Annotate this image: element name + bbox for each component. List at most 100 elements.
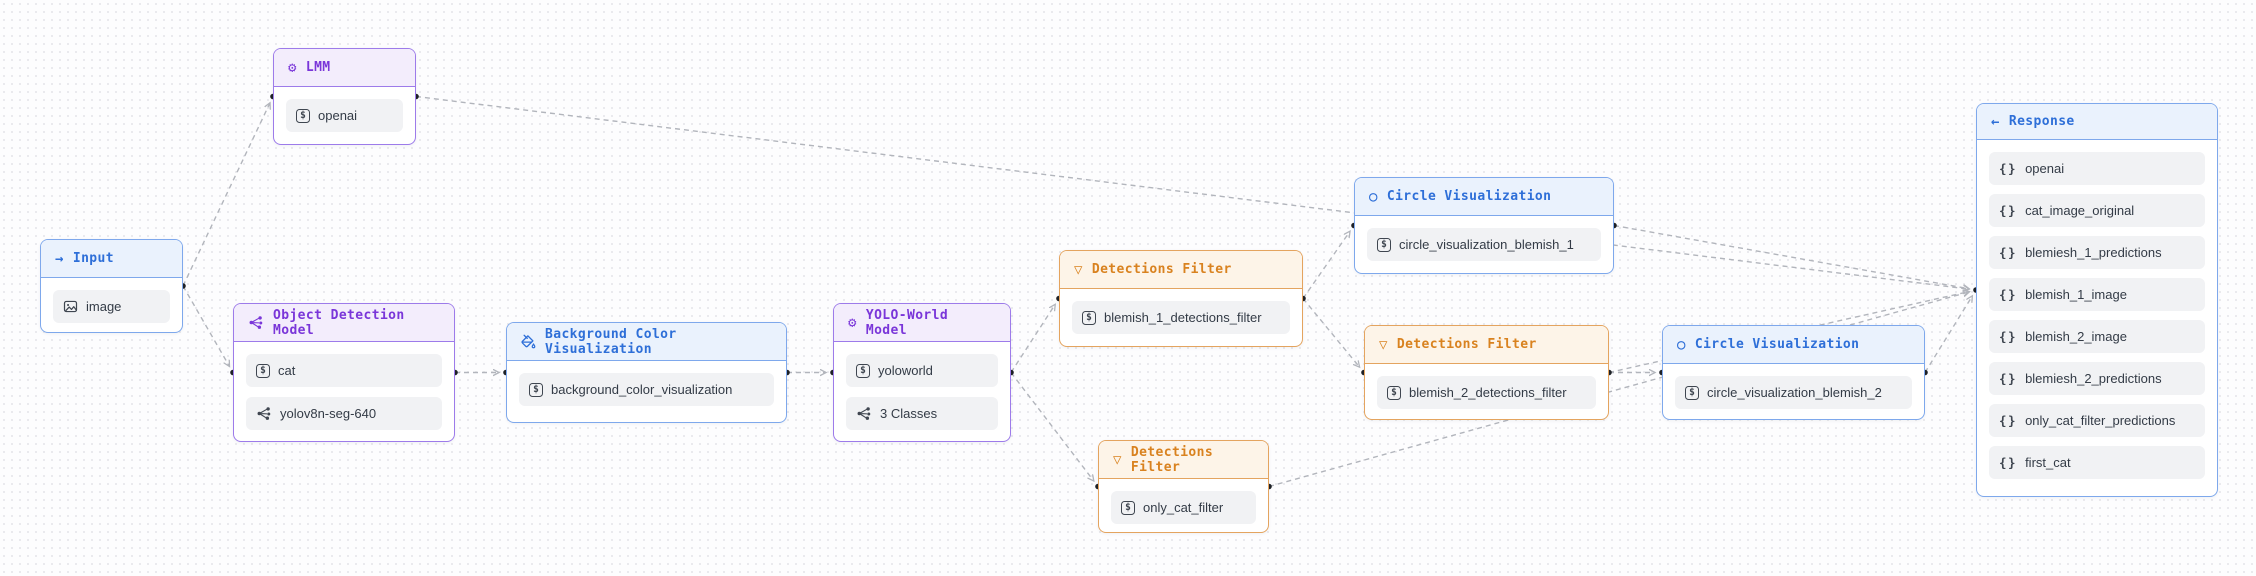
node-item[interactable]: {}blemish_2_image [1989,320,2205,353]
node-item[interactable]: {} openai [1989,152,2205,185]
node-item-label: circle_visualization_blemish_2 [1707,385,1882,400]
image-icon [63,299,78,314]
edge-cv2-response [1924,296,1972,373]
node-item-label: blemish_2_detections_filter [1409,385,1567,400]
node-body: image [41,278,182,332]
node-body: $ blemish_1_detections_filter [1060,289,1302,346]
node-item[interactable]: $openai [286,99,403,132]
node-header: ○ Circle Visualization [1355,178,1613,216]
braces-icon: {} [1999,161,2018,176]
node-title: Circle Visualization [1386,189,1552,204]
node-item[interactable]: {}first_cat [1989,446,2205,479]
node-item-label: yolov8n-seg-640 [280,406,377,421]
node-item-label: blemish_1_image [2025,287,2127,302]
node-item-label: cat [278,363,296,378]
node-item[interactable]: $background_color_visualization [519,373,774,406]
node-item[interactable]: image [53,290,170,323]
node-title: Response [2008,114,2075,129]
network-icon [856,406,872,421]
node-df2[interactable]: ▽ Detections Filter $ blemish_2_detections_… [1364,325,1609,420]
gear-icon: ⚙ [848,314,857,331]
edge-input-odm [182,285,229,366]
node-item-label: openai [318,108,358,123]
node-body: $yoloworld 3 Classes [834,342,1010,441]
node-item[interactable]: $only_cat_filter [1111,491,1256,524]
node-header: →Input [41,240,182,278]
node-header: ▽ Detections Filter [1365,326,1608,364]
gear-icon: ⚙ [288,59,297,76]
node-item[interactable]: 3 Classes [846,397,998,430]
node-response[interactable]: ←Response{}openai{}cat_image_original{}b… [1976,103,2218,497]
circle-icon: ○ [1369,188,1378,205]
edge-input-lmm [182,103,270,287]
node-body: {}openai{}cat_image_original{}blemiesh_1… [1977,140,2217,496]
node-item-label: 3 Classes [880,406,938,421]
param-icon: $ [1377,237,1391,252]
node-item[interactable]: $ blemish_1_detections_filter [1072,301,1290,334]
node-item[interactable]: $yoloworld [846,354,998,387]
node-header: Background Color Visualization [507,323,786,361]
node-item[interactable]: {} blemish_1_image [1989,278,2205,311]
node-title: Detections Filter [1091,262,1232,277]
braces-icon: {} [1999,371,2018,386]
param-icon: $ [1082,310,1096,325]
node-title: Detections Filter [1396,337,1537,352]
param-icon: $ [856,363,870,378]
node-title: LMM [305,60,331,75]
braces-icon: {} [1999,413,2018,428]
node-item[interactable]: {}blemiesh_1_predictions [1989,236,2205,269]
node-bcv[interactable]: Background Color Visualization $backgroun… [506,322,787,423]
node-df1[interactable]: ▽ Detections Filter $ blemish_1_detections_… [1059,250,1303,347]
node-body: $background_color_visualization [507,361,786,422]
node-item-label: cat_image_original [2025,203,2135,218]
funnel-icon: ▽ [1379,336,1388,353]
node-body: $ circle_visualization_blemish_2 [1663,364,1924,419]
braces-icon: {} [1999,245,2018,260]
node-item[interactable]: $ circle_visualization_blemish_1 [1367,228,1601,261]
node-item[interactable]: $ cat [246,354,442,387]
param-icon: $ [1121,500,1135,515]
node-item-label: openai [2025,161,2065,176]
node-input[interactable]: →Input image [40,239,183,333]
node-item-label: blemish_1_detections_filter [1104,310,1262,325]
node-body: $ cat yolov8n-seg-640 [234,342,454,441]
node-cv2[interactable]: ○Circle Visualization$circle_visualizati… [1662,325,1925,420]
node-item[interactable]: yolov8n-seg-640 [246,397,442,430]
node-title: Input [72,251,114,266]
node-item[interactable]: $ blemish_2_detections_filter [1377,376,1596,409]
node-item[interactable]: {} only_cat_filter_predictions [1989,404,2205,437]
node-yolo[interactable]: ⚙YOLO-World Model $yoloworld 3 Classes [833,303,1011,442]
node-lmm[interactable]: ⚙ LMM $openai [273,48,416,145]
braces-icon: {} [1999,455,2018,470]
node-item-label: background_color_visualization [551,382,733,397]
node-title: Detections Filter [1130,444,1214,475]
node-item[interactable]: {}cat_image_original [1989,194,2205,227]
node-body: $ blemish_2_detections_filter [1365,364,1608,419]
node-item-label: blemiesh_2_predictions [2025,371,2162,386]
node-header: Object Detection Model [234,304,454,342]
node-header: ⚙YOLO-World Model [834,304,1010,342]
node-body: $only_cat_filter [1099,479,1268,532]
node-header: ▽Detections Filter [1099,441,1268,479]
node-title: Background Color Visualization [545,326,677,357]
paint-bucket-icon [521,334,536,349]
arrow-left-icon: ← [1991,113,2000,130]
node-odm[interactable]: Object Detection Model $ cat yolov8n-seg-64… [233,303,455,442]
node-item[interactable]: $ circle_visualization_blemish_2 [1675,376,1912,409]
funnel-icon: ▽ [1074,261,1083,278]
edge-df1-cv1 [1302,231,1350,299]
braces-icon: {} [1999,287,2018,302]
node-title: Object Detection Model [273,307,405,338]
network-icon [256,406,272,421]
node-item[interactable]: {} blemiesh_2_predictions [1989,362,2205,395]
node-item-label: only_cat_filter_predictions [2025,413,2176,428]
node-cv1[interactable]: ○ Circle Visualization $ circle_visualizati… [1354,177,1614,274]
edge-cv1-response [1613,224,1969,289]
param-icon: $ [1685,385,1699,400]
node-item-label: circle_visualization_blemish_1 [1399,237,1574,252]
node-df3[interactable]: ▽Detections Filter $only_cat_filter [1098,440,1269,533]
node-header: ⚙ LMM [274,49,415,87]
param-icon: $ [1387,385,1401,400]
param-icon: $ [256,363,270,378]
